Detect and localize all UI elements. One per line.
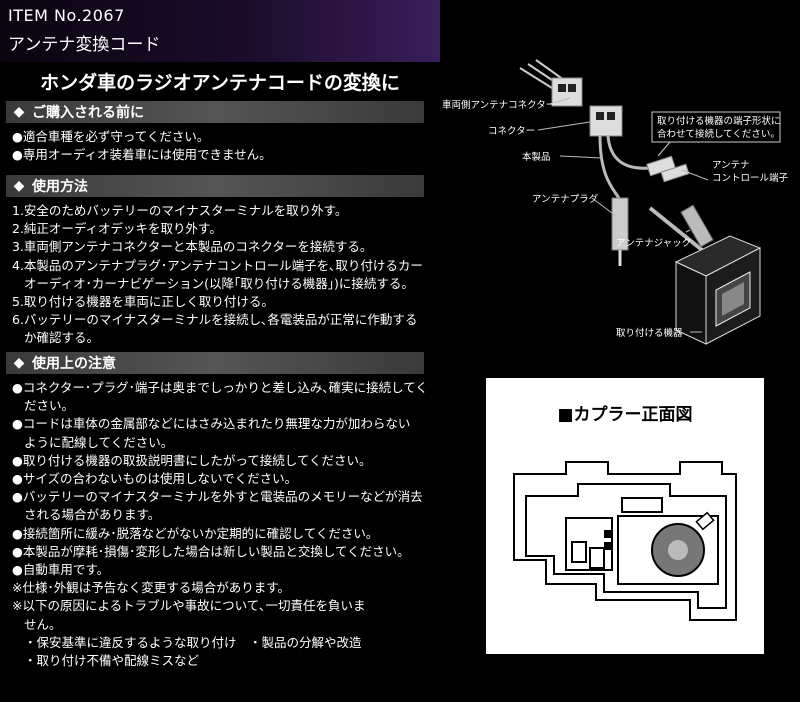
list-item: か確認する。 [24, 330, 100, 346]
label-vehicle-connector: 車両側アンテナコネクター [442, 99, 555, 111]
list-item: ●適合車種を必ず守ってください。 [12, 129, 210, 144]
section-header-cautions: ◆ 使用上の注意 [6, 352, 424, 374]
label-this-product: 本製品 [522, 151, 551, 163]
list-item: ●サイズの合わないものは使用しないでください。 [12, 471, 298, 487]
list-item: 5.取り付ける機器を車両に正しく取り付ける。 [12, 294, 274, 310]
list-item: せん。 [24, 616, 62, 632]
list-item: 1.安全のためバッテリーのマイナスターミナルを取り外す。 [12, 203, 348, 218]
coupler-drawing [513, 461, 737, 621]
list-item: ●本製品が摩耗･損傷･変形した場合は新しい製品と交換してください。 [12, 543, 410, 559]
label-note-line2: 合わせて接続してください。 [657, 128, 780, 140]
label-control-terminal-line1: アンテナ [712, 160, 750, 171]
vehicle-connector-shape [551, 77, 583, 107]
product-cables [598, 135, 651, 201]
coupler-title: ■カプラー正面図 [557, 405, 693, 425]
list-item: ●コードは車体の金属部などにはさみ込まれたり無理な力が加わらない [12, 416, 411, 432]
antenna-jack-shape [680, 204, 714, 248]
leader-lines [537, 97, 709, 333]
list-item: 6.バッテリーのマイナスターミナルを接続し､各電装品が正常に作動する [12, 312, 418, 328]
list-item: ●取り付ける機器の取扱説明書にしたがって接続してください。 [12, 452, 372, 468]
subtitle: ホンダ車のラジオアンテナコードの変換に [40, 72, 400, 94]
before-purchase-list: ●適合車種を必ず守ってください。 ●専用オーディオ装着車には使用できません。 [12, 128, 432, 164]
usage-steps: 1.安全のためバッテリーのマイナスターミナルを取り外す。 2.純正オーディオデッ… [12, 202, 432, 348]
coupler-terminal-pin [668, 540, 688, 560]
list-item: される場合があります。 [24, 507, 161, 523]
list-item: ※仕様･外観は予告なく変更する場合があります。 [12, 580, 290, 596]
label-connector: コネクター [488, 126, 535, 137]
section-header-before-purchase: ◆ ご購入される前に [6, 101, 424, 123]
connection-diagram-svg: 車両側アンテナコネクター コネクター 本製品 アンテナプラグ アンテナジャック … [442, 59, 789, 345]
label-note-line1: 取り付ける機器の端子形状に [657, 115, 781, 127]
diamond-icon: ◆ [13, 178, 25, 194]
antenna-jack-cable [648, 206, 704, 252]
vehicle-connector-pin [568, 84, 576, 92]
list-item: 2.純正オーディオデッキを取り外す。 [12, 221, 222, 237]
label-antenna-jack: アンテナジャック [616, 238, 691, 249]
product-name: アンテナ変換コード [8, 35, 161, 55]
list-item: ださい。 [24, 398, 75, 414]
list-item: ●接続箇所に緩み･脱落などがないか定期的に確認してください。 [12, 525, 379, 541]
list-item: ように配線してください。 [24, 434, 174, 450]
label-device: 取り付ける機器 [616, 327, 683, 339]
list-item: ●コネクター･プラグ･端子は奥までしっかりと差し込み､確実に接続してく [12, 380, 428, 395]
coupler-pin [604, 542, 612, 550]
coupler-outline [513, 461, 737, 621]
control-terminal-shape [660, 163, 690, 183]
diamond-icon: ◆ [13, 355, 25, 371]
section-header-usage: ◆ 使用方法 [6, 175, 424, 197]
section-title: ご購入される前に [32, 105, 144, 121]
section-title: 使用上の注意 [32, 356, 116, 372]
header-band [0, 0, 440, 62]
label-control-terminal-line2: コントロール端子 [712, 172, 789, 184]
label-antenna-plug: アンテナプラグ [532, 193, 599, 205]
list-item: ・保安基準に違反するような取り付け ・製品の分解や改造 [24, 634, 362, 650]
note-box [651, 111, 781, 143]
product-connector-pin [596, 112, 604, 120]
list-item: ・取り付け不備や配線ミスなど [24, 653, 200, 669]
list-item: ●バッテリーのマイナスターミナルを外すと電装品のメモリーなどが消去 [12, 489, 423, 505]
coupler-key-tab [695, 511, 715, 531]
cautions-list: ●コネクター･プラグ･端子は奥までしっかりと差し込み､確実に接続してく ださい。… [12, 379, 432, 670]
connection-diagram: 車両側アンテナコネクター コネクター 本製品 アンテナプラグ アンテナジャック … [440, 40, 800, 370]
head-unit-device [674, 235, 762, 345]
vehicle-connector-pin [558, 84, 566, 92]
product-connector-shape [589, 105, 623, 137]
note-pointer [657, 141, 671, 157]
list-item: オーディオ･カーナビゲーション(以降｢取り付ける機器｣)に接続する。 [24, 275, 414, 291]
list-item: ●自動車用です。 [12, 562, 110, 578]
list-item: ※以下の原因によるトラブルや事故について､一切責任を負いま [12, 598, 366, 614]
coupler-pin [604, 530, 612, 538]
section-title: 使用方法 [32, 179, 88, 195]
product-connector-pin [607, 112, 615, 120]
diamond-icon: ◆ [13, 104, 25, 120]
list-item: ●専用オーディオ装着車には使用できません。 [12, 147, 272, 163]
list-item: 4.本製品のアンテナプラグ･アンテナコントロール端子を､取り付けるカー [12, 257, 423, 273]
coupler-front-view: ■カプラー正面図 [486, 378, 764, 654]
item-number: ITEM No.2067 [8, 6, 125, 25]
list-item: 3.車両側アンテナコネクターと本製品のコネクターを接続する。 [12, 239, 373, 255]
